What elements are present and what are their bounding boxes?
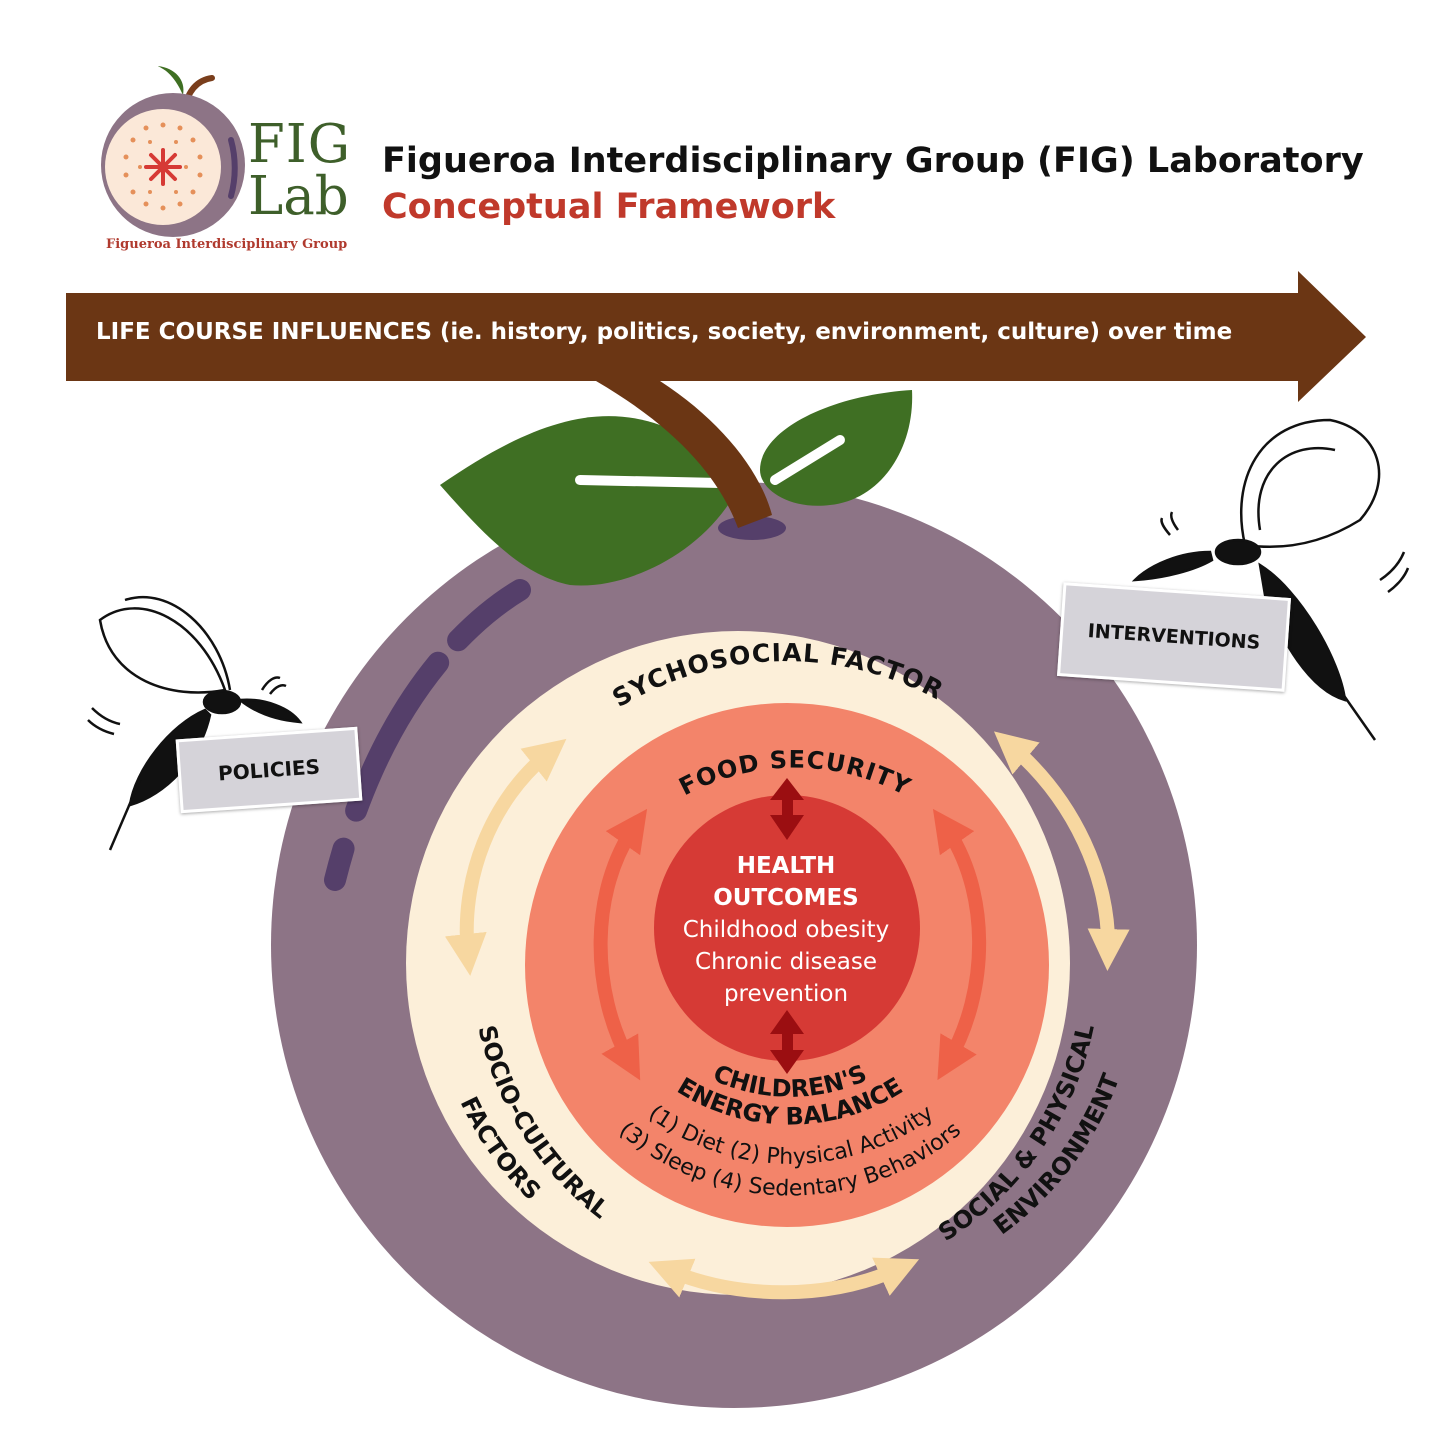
center-arrow-top [770,778,804,840]
middle-arrow-left [593,808,648,1081]
fig-highlight-stroke [324,579,531,891]
logo-word-fig: FIG [248,114,352,175]
health-title-line-2: OUTCOMES [713,885,859,911]
middle-arrow-right [932,808,987,1081]
policies-sign: POLICIES [175,726,363,814]
logo-seed-dots [123,122,203,211]
page-subtitle: Conceptual Framework [382,187,836,227]
center-arrow-bottom [770,1010,804,1074]
banner-label: LIFE COURSE INFLUENCES (ie. history, pol… [96,319,1233,345]
fig-leaf-left [440,416,728,586]
logo-caption: Figueroa Interdisciplinary Group [106,237,348,252]
health-outcomes-block: HEALTH OUTCOMES Childhood obesity Chroni… [650,850,922,1010]
logo-center-star [144,148,182,186]
logo-word-lab: Lab [248,166,349,227]
health-title-line-1: HEALTH [736,853,836,879]
mosquito-left [87,595,303,851]
health-outcomes-title: HEALTH OUTCOMES [650,850,922,914]
center-circle [654,795,920,1061]
stem-socket [718,516,786,540]
title-block: Figueroa Interdisciplinary Group (FIG) L… [382,138,1364,230]
leaf-vein-left [575,475,725,488]
interventions-sign: INTERVENTIONS [1056,582,1292,692]
logo-leaf [158,66,184,95]
outer-arrow-bottom [648,1257,920,1300]
health-item-obesity: Childhood obesity [682,917,890,943]
outer-arrow-right [993,731,1130,971]
logo-fig-mark [228,137,238,199]
banner-arrow [66,271,1366,402]
fig-stem [596,381,772,528]
mosquito-right [1131,418,1410,741]
health-item-prevention: prevention [723,981,849,1007]
outer-arrow-left [444,738,567,976]
health-item-chronic-disease: Chronic disease [695,949,877,975]
leaf-vein-right [770,435,845,485]
page-title: Figueroa Interdisciplinary Group (FIG) L… [382,141,1364,181]
fig-lab-logo [101,66,245,237]
